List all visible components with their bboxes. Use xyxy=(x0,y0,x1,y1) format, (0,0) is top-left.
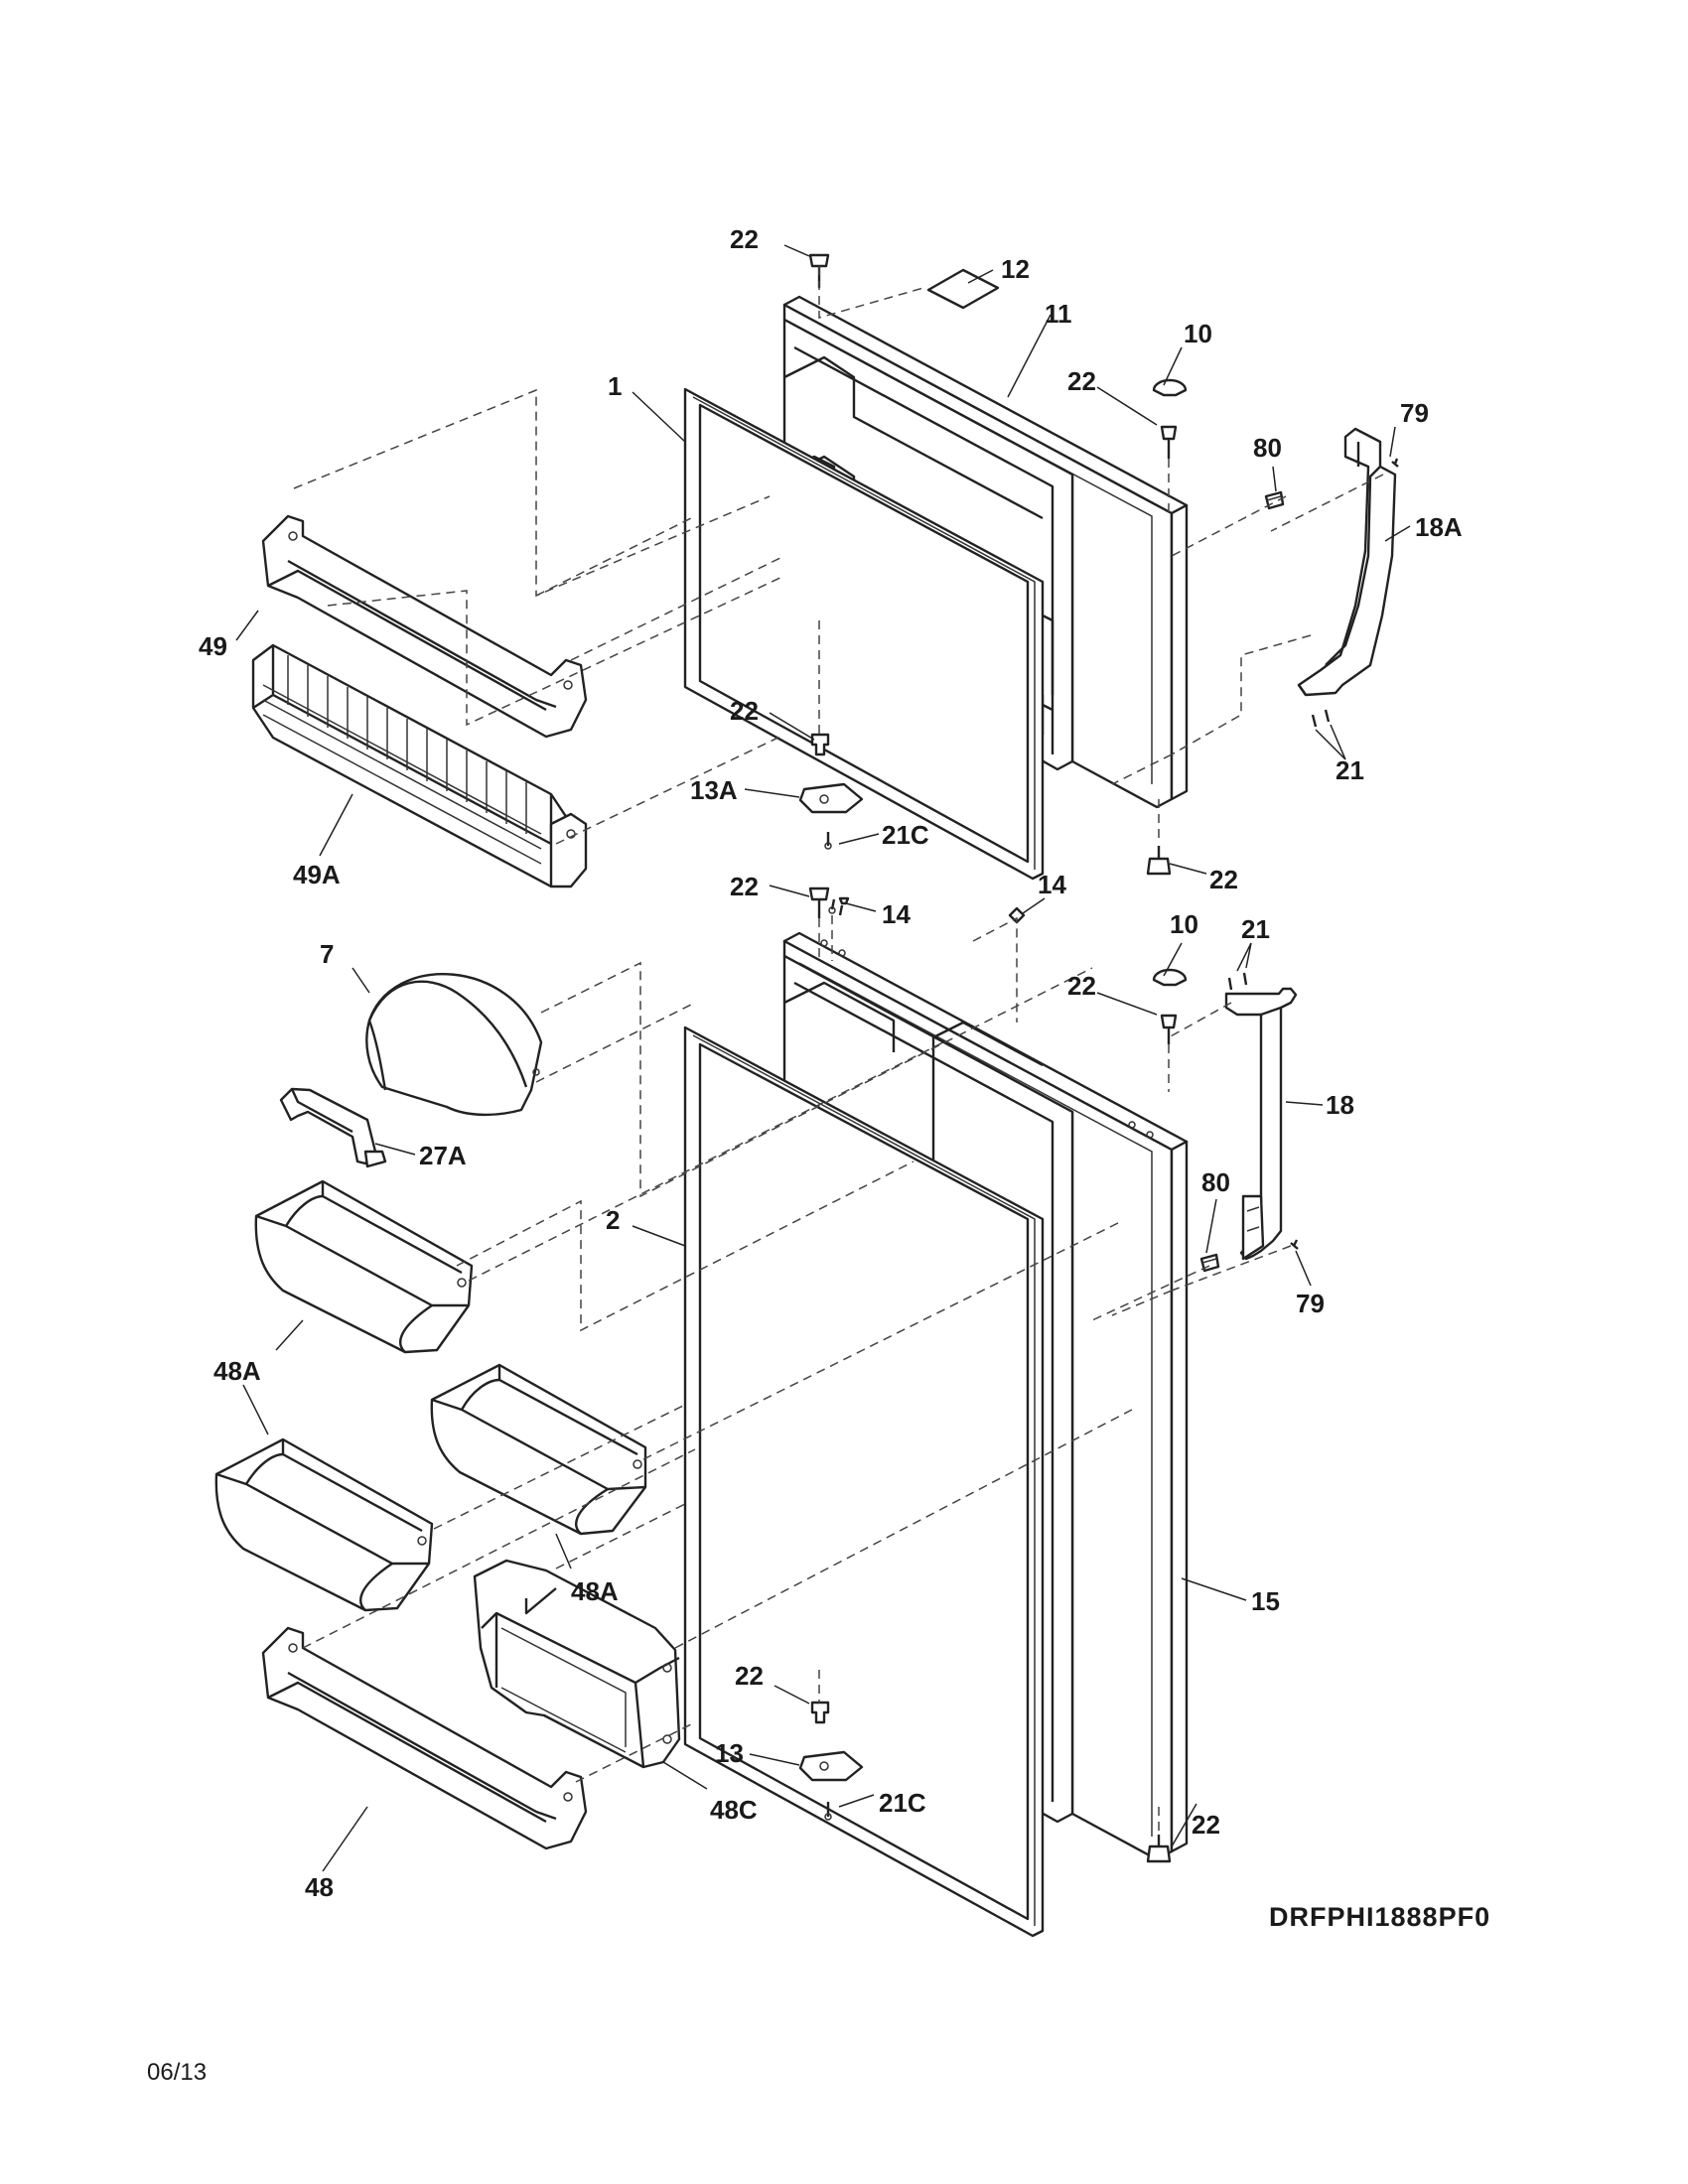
callout-49A: 49A xyxy=(293,860,341,889)
callout-13: 13 xyxy=(715,1738,744,1768)
callout-1: 1 xyxy=(608,371,622,401)
assembly-guide-lines xyxy=(293,266,1384,1835)
callout-79: 79 xyxy=(1296,1289,1325,1318)
callout-leader-lines xyxy=(235,244,1411,1872)
callout-21: 21 xyxy=(1336,755,1364,785)
fresh-food-handle xyxy=(1224,987,1298,1261)
callout-14: 14 xyxy=(882,899,911,929)
callout-18: 18 xyxy=(1326,1090,1354,1120)
callout-80: 80 xyxy=(1253,433,1282,463)
callout-13A: 13A xyxy=(690,775,738,805)
door-bin-top xyxy=(254,1179,474,1354)
callout-10: 10 xyxy=(1170,909,1198,939)
callout-27A: 27A xyxy=(419,1141,467,1170)
callout-7: 7 xyxy=(320,939,334,969)
door-bin-lower xyxy=(214,1437,434,1612)
bin-handle-clip xyxy=(279,1087,387,1168)
callout-22: 22 xyxy=(735,1661,764,1691)
callout-79: 79 xyxy=(1400,398,1429,428)
callout-48: 48 xyxy=(305,1872,334,1902)
handle-screws-21-top xyxy=(1311,709,1331,728)
callout-48C: 48C xyxy=(710,1795,758,1825)
drawing-code: DRFPHI1888PF0 xyxy=(1269,1902,1490,1932)
callout-12: 12 xyxy=(1001,254,1030,284)
handle-screw-79-bottom xyxy=(1290,1239,1299,1250)
freezer-handle xyxy=(1297,427,1397,697)
callout-14: 14 xyxy=(1038,870,1066,899)
callout-18A: 18A xyxy=(1415,512,1463,542)
callout-22: 22 xyxy=(730,872,759,901)
freezer-door-gasket xyxy=(683,387,1045,881)
fresh-food-door-gasket xyxy=(683,1025,1045,1938)
callout-10: 10 xyxy=(1184,319,1212,348)
callout-11: 11 xyxy=(1045,299,1072,329)
door-bin-middle xyxy=(430,1363,647,1536)
revision-date: 06/13 xyxy=(147,2059,207,2086)
callout-2: 2 xyxy=(606,1205,620,1235)
handle-screw-79-top xyxy=(1391,458,1399,468)
callout-22: 22 xyxy=(1209,865,1238,894)
handle-screws-21-bottom xyxy=(1227,972,1248,991)
callout-22: 22 xyxy=(730,696,759,726)
handle-stud-80-top xyxy=(1264,490,1285,510)
label-plate xyxy=(926,268,1000,310)
freezer-hinge-parts xyxy=(798,253,1188,876)
callout-22: 22 xyxy=(1192,1810,1220,1840)
callout-labels: 22 12 11 10 22 1 80 79 18A 49 49A 22 13A… xyxy=(199,224,1463,1902)
fresh-food-hinge-parts xyxy=(798,887,1188,1863)
freezer-door-shelf-bar xyxy=(261,514,588,739)
callout-21: 21 xyxy=(1241,914,1270,944)
dairy-compartment xyxy=(365,973,543,1117)
callout-22: 22 xyxy=(730,224,759,254)
callout-15: 15 xyxy=(1251,1586,1280,1616)
freezer-door-wire-basket xyxy=(251,643,588,888)
door-shelf-bar xyxy=(261,1626,588,1850)
callout-22: 22 xyxy=(1067,366,1096,396)
callout-48A: 48A xyxy=(213,1356,261,1386)
callout-21C: 21C xyxy=(882,820,929,850)
callout-49: 49 xyxy=(199,631,227,661)
fresh-food-door-outer-panel xyxy=(782,931,1189,1861)
callout-21C: 21C xyxy=(879,1788,926,1818)
callout-80: 80 xyxy=(1201,1167,1230,1197)
callout-48A: 48A xyxy=(571,1576,619,1606)
callout-22: 22 xyxy=(1067,971,1096,1001)
